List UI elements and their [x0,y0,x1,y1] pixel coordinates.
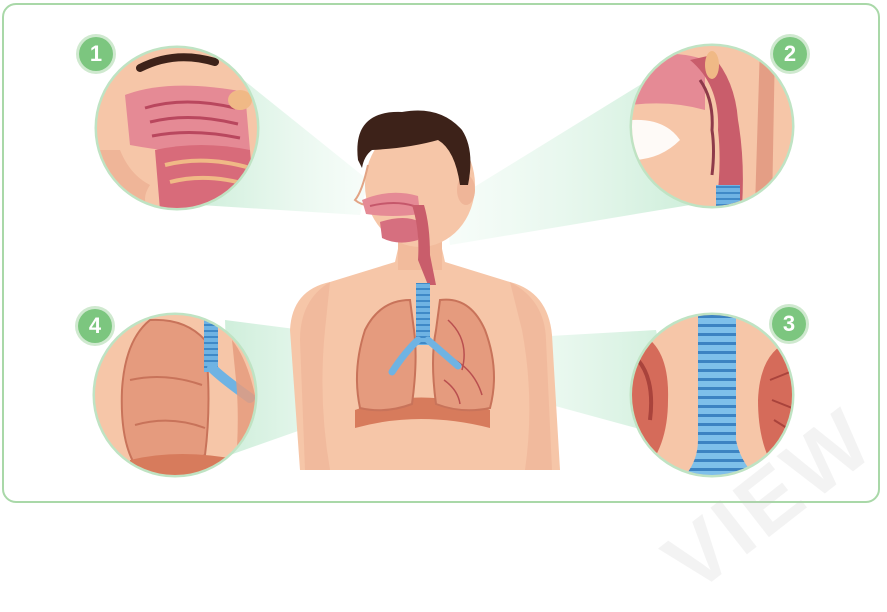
callout-2-pharynx [631,45,793,210]
callout-4-number: 4 [89,313,101,339]
callout-4-badge: 4 [78,309,112,343]
callout-1-badge: 1 [79,37,113,71]
callout-1-nasal-cavity [96,47,258,210]
callout-2-number: 2 [784,41,796,67]
callout-4-lungs [94,314,256,476]
callout-3-number: 3 [783,311,795,337]
callout-3-badge: 3 [772,307,806,341]
respiratory-system-illustration [0,0,887,511]
callout-2-badge: 2 [773,37,807,71]
callout-1-number: 1 [90,41,102,67]
